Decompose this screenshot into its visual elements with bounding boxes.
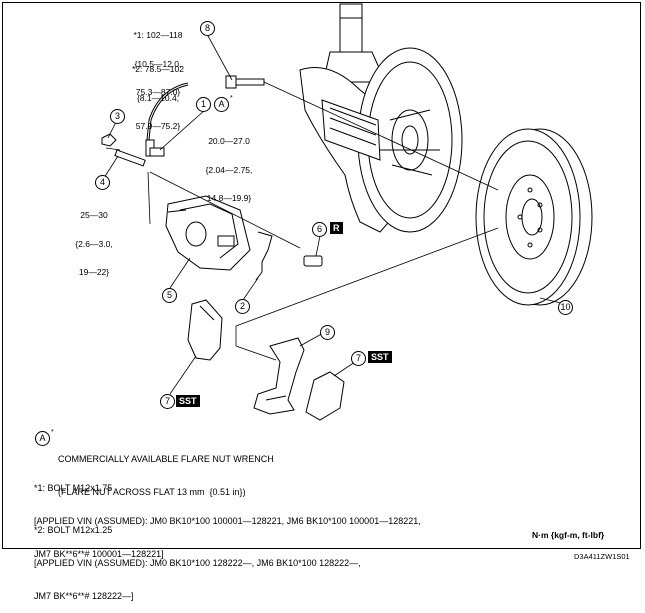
torque-spec-bolt4-line1: 25—30 [80, 210, 108, 220]
sst-tag-left: SST [176, 395, 200, 407]
pin-bolt-4 [114, 149, 146, 167]
flare-wrench-a-star: * [230, 95, 233, 102]
replace-part-tag: R [330, 222, 343, 234]
torque-spec-2: *2: 78.5—102 {8.1—10.4, 57.9—75.2} [118, 46, 198, 141]
caliper-bolt-8 [225, 75, 265, 89]
callout-1: 1 [196, 97, 211, 112]
brake-disc [475, 128, 593, 306]
torque-unit-label: N·m {kgf-m, ft-lbf} [532, 530, 605, 540]
torque-spec-flare-line1: 20.0—27.0 [208, 136, 250, 146]
callout-4: 4 [95, 175, 110, 190]
callout-8: 8 [200, 21, 215, 36]
caliper-5 [165, 195, 251, 271]
figure-id: D3A411ZW1S01 [574, 552, 630, 561]
torque-spec-1-line3: 75.3—87.0} [135, 87, 181, 97]
figure-frame [2, 2, 641, 549]
note-bolt-1-line1: [APPLIED VIN (ASSUMED): JM0 BK10*100 100… [34, 516, 421, 526]
guide-sleeve-6 [303, 255, 323, 267]
brake-assembly-drawing [101, 3, 593, 421]
hub-dust-shield [321, 47, 463, 233]
callout-2: 2 [235, 299, 250, 314]
torque-spec-2-line3: 57.9—75.2} [135, 121, 181, 131]
bolt-3 [101, 133, 117, 147]
note-bolt-2: *2: BOLT M12x1.25 [APPLIED VIN (ASSUMED)… [34, 503, 361, 613]
flare-wrench-a-mark: A [214, 97, 229, 112]
callout-6: 6 [312, 222, 327, 237]
torque-spec-1: *1: 102—118 {10.5—12.0, 75.3—87.0} [118, 12, 198, 107]
assembly-guide-lines [105, 81, 499, 361]
note-flare-wrench: COMMERCIALLY AVAILABLE FLARE NUT WRENCH … [58, 432, 274, 509]
callout-3: 3 [110, 109, 125, 124]
caliper-bracket-9 [253, 337, 305, 415]
callout-9: 9 [320, 325, 335, 340]
torque-spec-2-line2: {8.1—10.4, [136, 92, 180, 103]
torque-spec-bolt4-line2: {2.6—3.0, [75, 238, 113, 249]
note-flare-wrench-line1: COMMERCIALLY AVAILABLE FLARE NUT WRENCH [58, 454, 274, 464]
note-bolt-1-title: *1: BOLT M12x1.75 [34, 483, 113, 493]
brake-pad-left [187, 299, 223, 361]
torque-spec-1-line2: {10.5—12.0, [134, 58, 182, 69]
torque-spec-1-line1: *1: 102—118 [133, 30, 183, 40]
note-bolt-2-title: *2: BOLT M12x1.25 [34, 525, 113, 535]
torque-spec-flare-line3: 14.8—19.9} [206, 193, 252, 203]
callout-7-left: 7 [160, 394, 175, 409]
note-flare-wrench-line2: (FLARE NUT ACROSS FLAT 13 mm {0.51 in}) [58, 487, 246, 497]
spring-clip-2 [255, 231, 273, 281]
note-bolt-1: *1: BOLT M12x1.75 [APPLIED VIN (ASSUMED)… [34, 461, 421, 571]
note-a-mark: A [35, 431, 50, 446]
torque-spec-2-line1: *2: 78.5—102 [132, 64, 184, 74]
torque-spec-flare: 20.0—27.0 {2.04—2.75, 14.8—19.9} [198, 118, 260, 213]
torque-spec-flare-line2: {2.04—2.75, [205, 164, 253, 175]
note-bolt-2-line2: JM7 BK**6**# 128222—] [34, 591, 134, 601]
callout-5: 5 [162, 288, 177, 303]
note-bolt-2-line1: [APPLIED VIN (ASSUMED): JM0 BK10*100 128… [34, 558, 361, 568]
note-bolt-1-line2: JM7 BK**6**# 100001—128221] [34, 549, 164, 559]
torque-spec-bolt4: 25—30 {2.6—3.0, 19—22} [64, 192, 124, 287]
brake-hose [145, 82, 189, 157]
callout-10: 10 [558, 300, 573, 315]
brake-pad-right [305, 371, 345, 421]
sst-tag-right: SST [368, 351, 392, 363]
callout-7-right: 7 [351, 351, 366, 366]
note-a-star: * [51, 429, 54, 436]
torque-spec-bolt4-line3: 19—22} [78, 267, 110, 277]
